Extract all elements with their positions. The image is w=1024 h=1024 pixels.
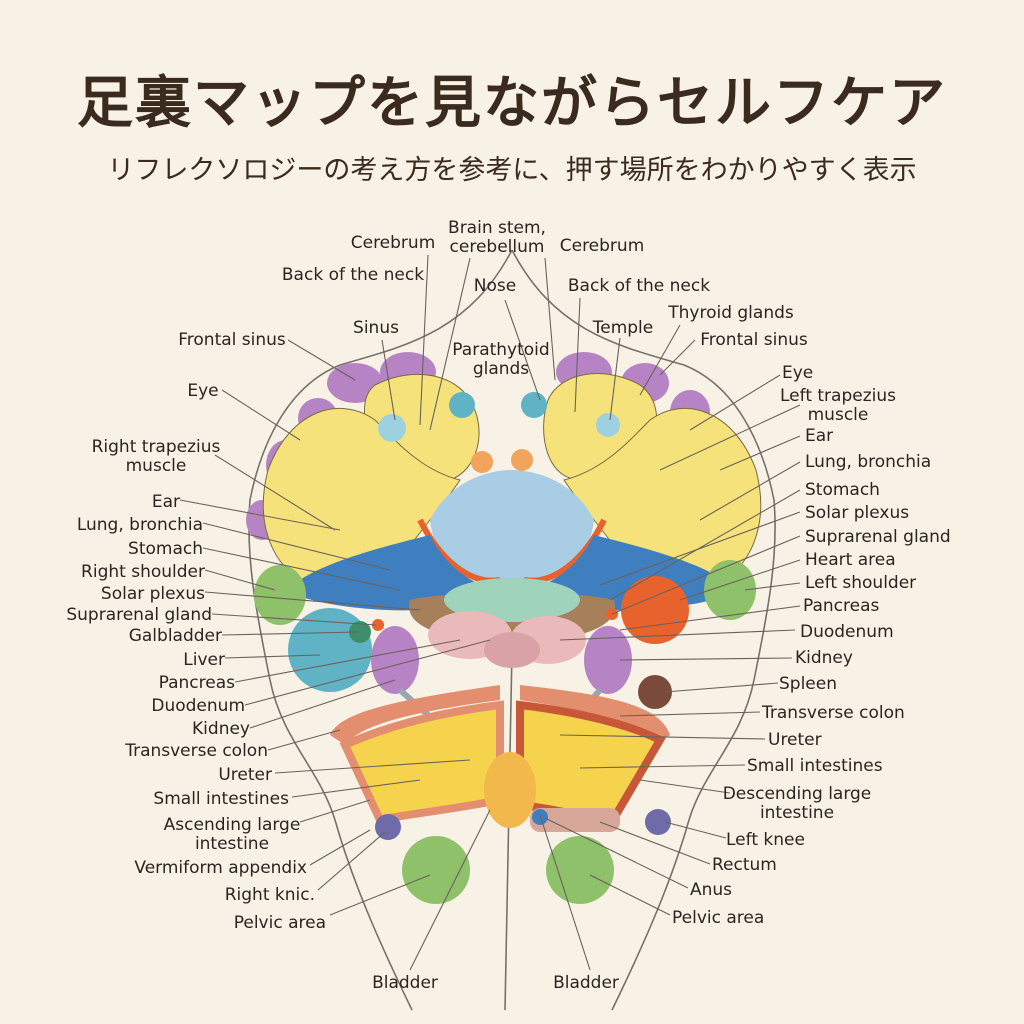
label-right-knee: Right knic. bbox=[225, 885, 315, 905]
label-lung-left: Lung, bronchia bbox=[77, 515, 203, 535]
foot-outline bbox=[248, 249, 776, 1011]
parathyroid-zone-left bbox=[471, 451, 493, 473]
left-shoulder-zone bbox=[704, 560, 756, 620]
left-knee-zone bbox=[645, 809, 671, 835]
label-duodenum-left: Duodenum bbox=[151, 696, 245, 716]
label-back-of-neck-left: Back of the neck bbox=[282, 265, 424, 285]
nose-zone-right bbox=[521, 392, 547, 418]
label-kidney-left: Kidney bbox=[192, 719, 250, 739]
liver-zone bbox=[288, 608, 372, 692]
page-title: 足裏マップを見ながらセルフケア bbox=[77, 70, 947, 136]
label-small-intestines-left: Small intestines bbox=[153, 789, 289, 809]
heart-area-zone bbox=[621, 576, 689, 644]
right-knee-zone bbox=[375, 814, 401, 840]
small-intestines-right-zone bbox=[339, 700, 504, 825]
label-brain-stem-1: Brain stem, bbox=[448, 218, 546, 238]
bladder-center-zone bbox=[484, 752, 536, 828]
label-solar-plexus-right: Solar plexus bbox=[805, 503, 909, 523]
label-ascending-1: Ascending large bbox=[164, 815, 301, 835]
label-anus: Anus bbox=[690, 880, 732, 900]
transverse-colon-left-zone bbox=[520, 685, 670, 745]
label-suprarenal-right: Suprarenal gland bbox=[805, 527, 951, 547]
temple-zone bbox=[596, 413, 620, 437]
rectum-zone bbox=[530, 808, 620, 832]
label-ear-left: Ear bbox=[152, 492, 180, 512]
label-duodenum-right: Duodenum bbox=[800, 622, 894, 642]
labels-left-column: Eye Right trapezius muscle Ear Lung, bro… bbox=[66, 381, 438, 993]
labels-right-column: Eye Left trapezius muscle Ear Lung, bron… bbox=[553, 363, 951, 993]
sinus-zone bbox=[378, 414, 406, 442]
label-galbladder: Galbladder bbox=[129, 626, 222, 646]
label-cerebrum-right: Cerebrum bbox=[560, 236, 645, 256]
label-back-of-neck-right: Back of the neck bbox=[568, 276, 710, 296]
label-brain-stem-2: cerebellum bbox=[450, 237, 545, 257]
label-left-trapezius-2: muscle bbox=[808, 405, 869, 425]
label-transverse-colon-right: Transverse colon bbox=[761, 703, 905, 723]
label-spleen: Spleen bbox=[779, 674, 837, 694]
label-left-trapezius-1: Left trapezius bbox=[780, 386, 896, 406]
label-descending-2: intestine bbox=[760, 803, 834, 823]
solar-plexus-zone bbox=[444, 578, 580, 622]
label-frontal-sinus-right: Frontal sinus bbox=[700, 330, 808, 350]
label-right-trapezius-2: muscle bbox=[126, 456, 187, 476]
brain-stem-center-zone bbox=[430, 470, 594, 588]
pelvic-area-right-foot bbox=[402, 836, 470, 904]
right-foot-upper-zone bbox=[563, 407, 762, 581]
galbladder-zone bbox=[349, 621, 371, 643]
right-shoulder-zone bbox=[254, 565, 306, 625]
label-parathyroid-2: glands bbox=[473, 359, 529, 379]
label-ascending-2: intestine bbox=[195, 834, 269, 854]
label-nose: Nose bbox=[474, 276, 516, 296]
nose-zone-left bbox=[449, 392, 475, 418]
label-heart-area: Heart area bbox=[805, 550, 896, 570]
label-parathyroid-1: Parathytoid bbox=[452, 340, 549, 360]
label-eye-right: Eye bbox=[782, 363, 813, 383]
label-temple: Temple bbox=[592, 318, 654, 338]
label-stomach-left: Stomach bbox=[128, 539, 203, 559]
parathyroid-zone-right bbox=[511, 449, 533, 471]
label-suprarenal-left: Suprarenal gland bbox=[66, 605, 212, 625]
label-sinus: Sinus bbox=[353, 318, 399, 338]
label-right-shoulder: Right shoulder bbox=[81, 562, 205, 582]
kidney-zone-right-foot bbox=[371, 626, 419, 694]
label-pancreas-left: Pancreas bbox=[159, 673, 236, 693]
label-ureter-left: Ureter bbox=[218, 765, 272, 785]
label-bladder-right: Bladder bbox=[553, 973, 619, 993]
label-liver: Liver bbox=[183, 650, 225, 670]
labels-top: Brain stem, cerebellum Cerebrum Cerebrum… bbox=[178, 218, 808, 379]
label-eye-left: Eye bbox=[187, 381, 218, 401]
label-left-knee: Left knee bbox=[726, 830, 805, 850]
left-foot-upper-zone bbox=[262, 407, 461, 581]
leader-lines bbox=[179, 254, 801, 971]
label-pancreas-right: Pancreas bbox=[803, 596, 880, 616]
label-pelvic-left: Pelvic area bbox=[234, 913, 326, 933]
label-thyroid: Thyroid glands bbox=[667, 303, 794, 323]
label-pelvic-right: Pelvic area bbox=[672, 908, 764, 928]
label-frontal-sinus-left: Frontal sinus bbox=[178, 330, 286, 350]
label-solar-plexus-left: Solar plexus bbox=[101, 584, 205, 604]
kidney-zone-left-foot bbox=[584, 626, 632, 694]
label-lung-right: Lung, bronchia bbox=[805, 452, 931, 472]
label-transverse-colon-left: Transverse colon bbox=[124, 741, 268, 761]
label-small-intestines-right: Small intestines bbox=[747, 756, 883, 776]
label-ureter-right: Ureter bbox=[768, 730, 822, 750]
label-cerebrum-left: Cerebrum bbox=[351, 233, 436, 253]
label-bladder-left: Bladder bbox=[372, 973, 438, 993]
label-left-shoulder: Left shoulder bbox=[805, 573, 916, 593]
suprarenal-zone-right-foot bbox=[372, 619, 384, 631]
label-rectum: Rectum bbox=[712, 855, 777, 875]
page-subtitle: リフレクソロジーの考え方を参考に、押す場所をわかりやすく表示 bbox=[107, 155, 917, 186]
anus-zone bbox=[532, 809, 548, 825]
label-vermiform: Vermiform appendix bbox=[134, 858, 307, 878]
label-right-trapezius-1: Right trapezius bbox=[92, 437, 221, 457]
label-ear-right: Ear bbox=[805, 426, 833, 446]
label-kidney-right: Kidney bbox=[795, 648, 853, 668]
spleen-zone bbox=[638, 675, 672, 709]
label-stomach-right: Stomach bbox=[805, 480, 880, 500]
transverse-colon-zone bbox=[330, 685, 500, 745]
kidney-zone-center bbox=[484, 632, 540, 668]
label-descending-1: Descending large bbox=[723, 784, 872, 804]
